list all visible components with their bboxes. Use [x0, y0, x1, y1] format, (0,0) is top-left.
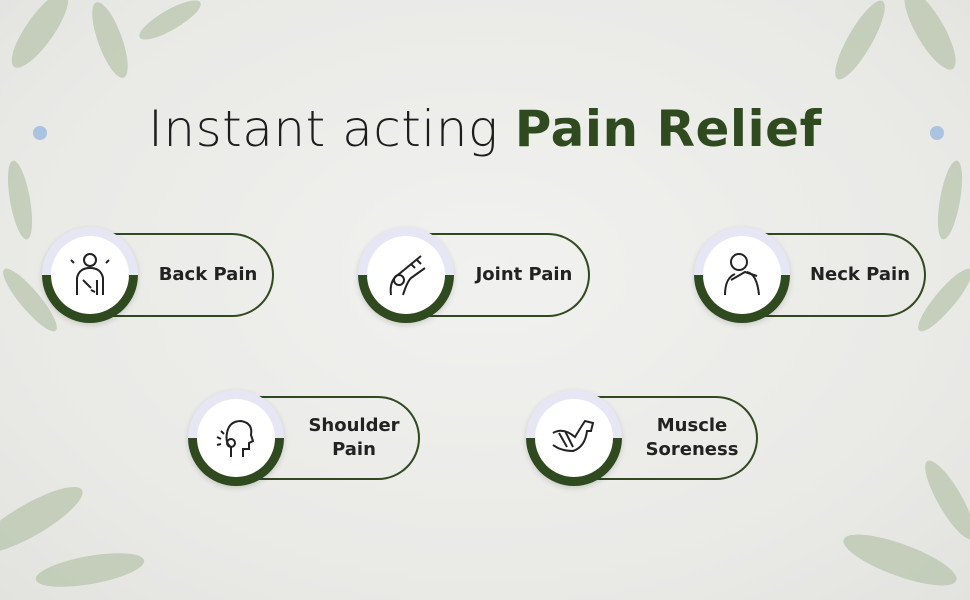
- icon-ring: [526, 390, 622, 486]
- icon-ring: [694, 227, 790, 323]
- page-title: Instant acting Pain Relief: [148, 100, 822, 158]
- pill-outline: [408, 233, 590, 317]
- knee-joint-icon: [389, 255, 426, 296]
- back-pain-icon: [70, 253, 110, 295]
- benefit-back-pain: Back Pain: [42, 227, 274, 323]
- pill-outline: [576, 396, 758, 480]
- benefit-label: Joint Pain: [475, 264, 573, 285]
- benefit-joint-pain: Joint Pain: [358, 227, 590, 323]
- pill-outline: [238, 396, 420, 480]
- neck-pain-icon: [724, 253, 760, 296]
- flexed-arm-icon: [552, 419, 595, 453]
- benefit-neck-pain: Neck Pain: [694, 227, 926, 323]
- benefit-label: Neck Pain: [809, 264, 911, 285]
- benefit-label: Muscle Soreness: [645, 415, 739, 460]
- pill-outline: [744, 233, 926, 317]
- pill-outline: [92, 233, 274, 317]
- icon-ring: [42, 227, 138, 323]
- benefit-muscle-soreness: Muscle Soreness: [526, 390, 758, 486]
- icon-ring: [188, 390, 284, 486]
- shoulder-pain-icon: [216, 419, 255, 457]
- benefit-label: Shoulder Pain: [308, 415, 400, 460]
- icon-ring: [358, 227, 454, 323]
- benefit-shoulder-pain: Shoulder Pain: [188, 390, 420, 486]
- benefit-label: Back Pain: [158, 264, 258, 285]
